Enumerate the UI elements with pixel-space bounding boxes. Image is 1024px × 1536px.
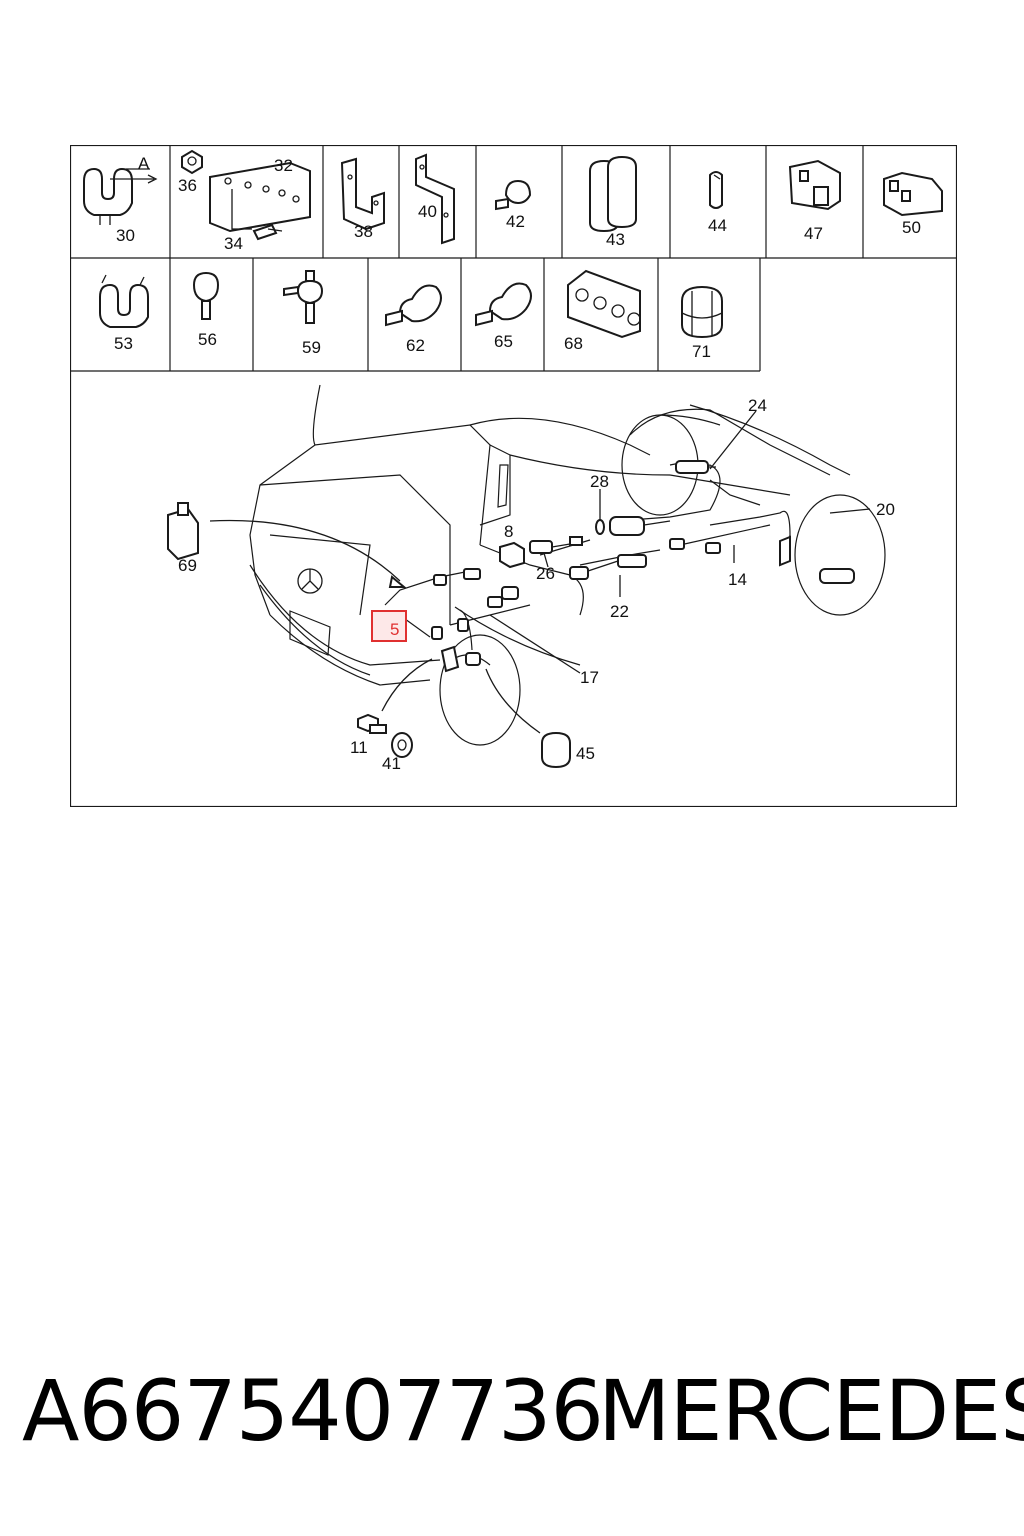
leader-lines xyxy=(395,410,871,674)
label-43: 43 xyxy=(606,230,625,249)
arrow-45 xyxy=(485,668,541,734)
label-20: 20 xyxy=(876,500,895,519)
label-56: 56 xyxy=(198,330,217,349)
label-32: 32 xyxy=(274,156,293,175)
label-34: 34 xyxy=(224,234,243,253)
label-44: 44 xyxy=(708,216,727,235)
part-47-holder xyxy=(788,159,841,211)
label-14: 14 xyxy=(728,570,747,589)
label-45: 45 xyxy=(576,744,595,763)
component-28 xyxy=(595,516,671,536)
part-42-clip xyxy=(495,179,532,211)
label-A: A xyxy=(138,154,150,173)
wiring-harness xyxy=(384,462,791,666)
part-43-sleeve xyxy=(589,155,637,233)
part-53-clip xyxy=(99,274,149,328)
label-65: 65 xyxy=(494,332,513,351)
component-front-sensor xyxy=(440,645,481,673)
component-20-sensor xyxy=(779,535,855,584)
arrow-69 xyxy=(209,519,401,582)
label-30: 30 xyxy=(116,226,135,245)
part-68-multiclip xyxy=(567,269,641,339)
arrow-69-head xyxy=(388,575,407,588)
component-69 xyxy=(167,502,199,561)
label-38: 38 xyxy=(354,222,373,241)
component-41 xyxy=(391,732,413,758)
part-38-bracket xyxy=(340,157,385,231)
component-24-sensor xyxy=(675,460,716,474)
component-26 xyxy=(529,536,583,554)
footer: A6675407736 MERCEDES xyxy=(0,1362,1024,1472)
part-71-grommet xyxy=(681,285,723,339)
label-36: 36 xyxy=(178,176,197,195)
diagram-border xyxy=(70,145,957,807)
part-36-32-34-bracket xyxy=(181,149,311,241)
label-62: 62 xyxy=(406,336,425,355)
row1-cell-dividers xyxy=(169,145,864,258)
part-50-holder xyxy=(883,171,943,217)
label-53: 53 xyxy=(114,334,133,353)
diagram-svg: 30 A 36 32 34 38 40 42 43 44 47 50 53 56… xyxy=(70,145,957,807)
component-8 xyxy=(499,541,525,569)
part-62-clip xyxy=(385,284,442,327)
label-5-highlighted: 5 xyxy=(390,620,399,639)
label-42: 42 xyxy=(506,212,525,231)
part-56-clip xyxy=(192,271,220,320)
vehicle-outline xyxy=(249,384,886,746)
component-front-connectors xyxy=(431,568,519,640)
label-40: 40 xyxy=(418,202,437,221)
label-8: 8 xyxy=(504,522,513,541)
label-69: 69 xyxy=(178,556,197,575)
component-11 xyxy=(357,713,387,734)
component-45 xyxy=(541,731,571,769)
label-71: 71 xyxy=(692,342,711,361)
label-68: 68 xyxy=(564,334,583,353)
label-41: 41 xyxy=(382,754,401,773)
label-24: 24 xyxy=(748,396,767,415)
label-50: 50 xyxy=(902,218,921,237)
arrow-11 xyxy=(381,658,433,712)
brand-name: MERCEDES xyxy=(598,1362,1024,1460)
label-11: 11 xyxy=(350,738,368,757)
label-17: 17 xyxy=(580,668,599,687)
label-26: 26 xyxy=(536,564,555,583)
label-47: 47 xyxy=(804,224,823,243)
parts-diagram: 30 A 36 32 34 38 40 42 43 44 47 50 53 56… xyxy=(70,145,957,807)
part-number: A6675407736 xyxy=(22,1362,604,1460)
component-14-connector xyxy=(669,538,721,554)
part-59-clip xyxy=(283,270,324,324)
part-30-clip xyxy=(83,167,158,225)
part-40-bracket xyxy=(415,153,455,245)
label-28: 28 xyxy=(590,472,609,491)
label-59: 59 xyxy=(302,338,321,357)
row2-cell-dividers xyxy=(169,258,659,371)
highlight-box-5 xyxy=(371,610,407,642)
part-65-clip xyxy=(475,282,532,327)
label-22: 22 xyxy=(610,602,629,621)
part-44-pin xyxy=(709,171,723,209)
component-22 xyxy=(569,554,647,580)
